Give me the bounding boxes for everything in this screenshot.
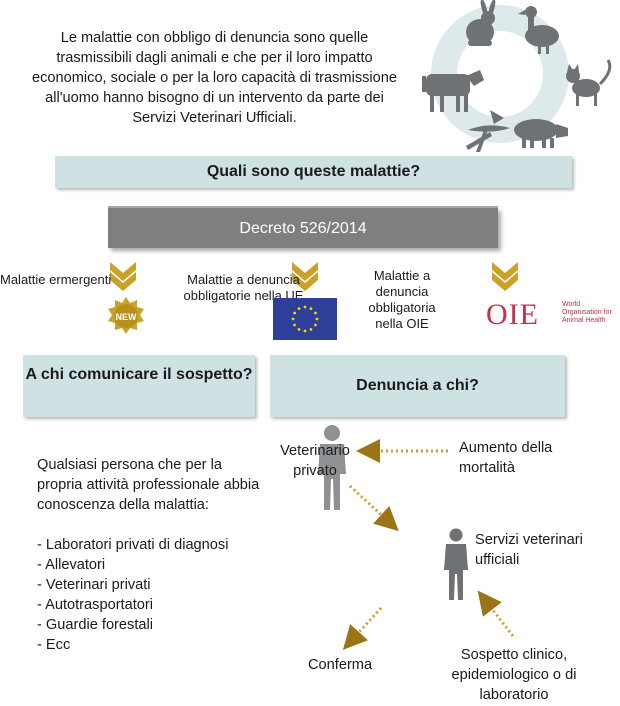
bird-icon bbox=[466, 110, 510, 152]
category-label-oie: Malattie a denuncia obbligatoria nella O… bbox=[368, 268, 436, 331]
new-badge-text: NEW bbox=[116, 312, 138, 322]
list-item: - Ecc bbox=[37, 637, 71, 653]
cat-icon bbox=[566, 59, 612, 106]
oie-org-name: World Organisation for Animal Health bbox=[562, 301, 612, 324]
reporters-intro: Qualsiasi persona che per la propria att… bbox=[37, 457, 260, 513]
flow-suspicion: Sospetto clinico, epidemiologico o di la… bbox=[451, 647, 577, 703]
new-badge-icon: NEW bbox=[108, 297, 144, 334]
duck-icon bbox=[518, 6, 559, 54]
private-vet-person-icon bbox=[318, 425, 346, 510]
arrow-suspicion-to-services bbox=[477, 590, 515, 637]
flow-official-services: Servizi veterinari ufficiali bbox=[475, 532, 583, 568]
pig-icon bbox=[514, 119, 568, 148]
flow-confirmation: Conferma bbox=[308, 657, 373, 673]
flow-private-vet: Veterinario privato bbox=[280, 443, 350, 479]
animal-ring-illustration bbox=[422, 0, 612, 152]
decree-bar-highlight bbox=[108, 206, 498, 209]
chevron-down-icon bbox=[492, 262, 518, 291]
list-item: - Veterinari privati bbox=[37, 577, 151, 593]
arrow-services-to-confirmation bbox=[342, 606, 383, 650]
oie-logo-text: OIE bbox=[486, 298, 539, 331]
list-item: - Guardie forestali bbox=[37, 617, 153, 633]
rabbit-icon bbox=[466, 0, 496, 46]
decree-bar: Decreto 526/2014 bbox=[108, 208, 498, 248]
chevron-down-icon bbox=[292, 262, 318, 291]
eu-flag-icon bbox=[273, 298, 337, 340]
question-band: Quali sono queste malattie? bbox=[55, 156, 572, 188]
reporters-list: Qualsiasi persona che per la propria att… bbox=[37, 455, 267, 655]
chevron-down-icon bbox=[110, 262, 136, 291]
list-item: - Allevatori bbox=[37, 557, 106, 573]
report-to-whom-band: Denuncia a chi? bbox=[270, 355, 565, 417]
who-to-report-band: A chi comunicare il sospetto? bbox=[23, 355, 255, 417]
official-vet-person-icon bbox=[444, 528, 468, 600]
intro-text: Le malattie con obbligo di denuncia sono… bbox=[31, 30, 398, 126]
category-label-emerging: Malattie ermergenti bbox=[0, 272, 112, 287]
arrow-vet-to-services bbox=[348, 484, 399, 532]
oie-logo-icon: OIE bbox=[486, 298, 554, 332]
list-item: - Autotrasportatori bbox=[37, 597, 153, 613]
flow-mortality: Aumento della mortalità bbox=[459, 440, 553, 476]
list-item: - Laboratori privati di diagnosi bbox=[37, 537, 229, 553]
cow-icon bbox=[422, 70, 484, 112]
